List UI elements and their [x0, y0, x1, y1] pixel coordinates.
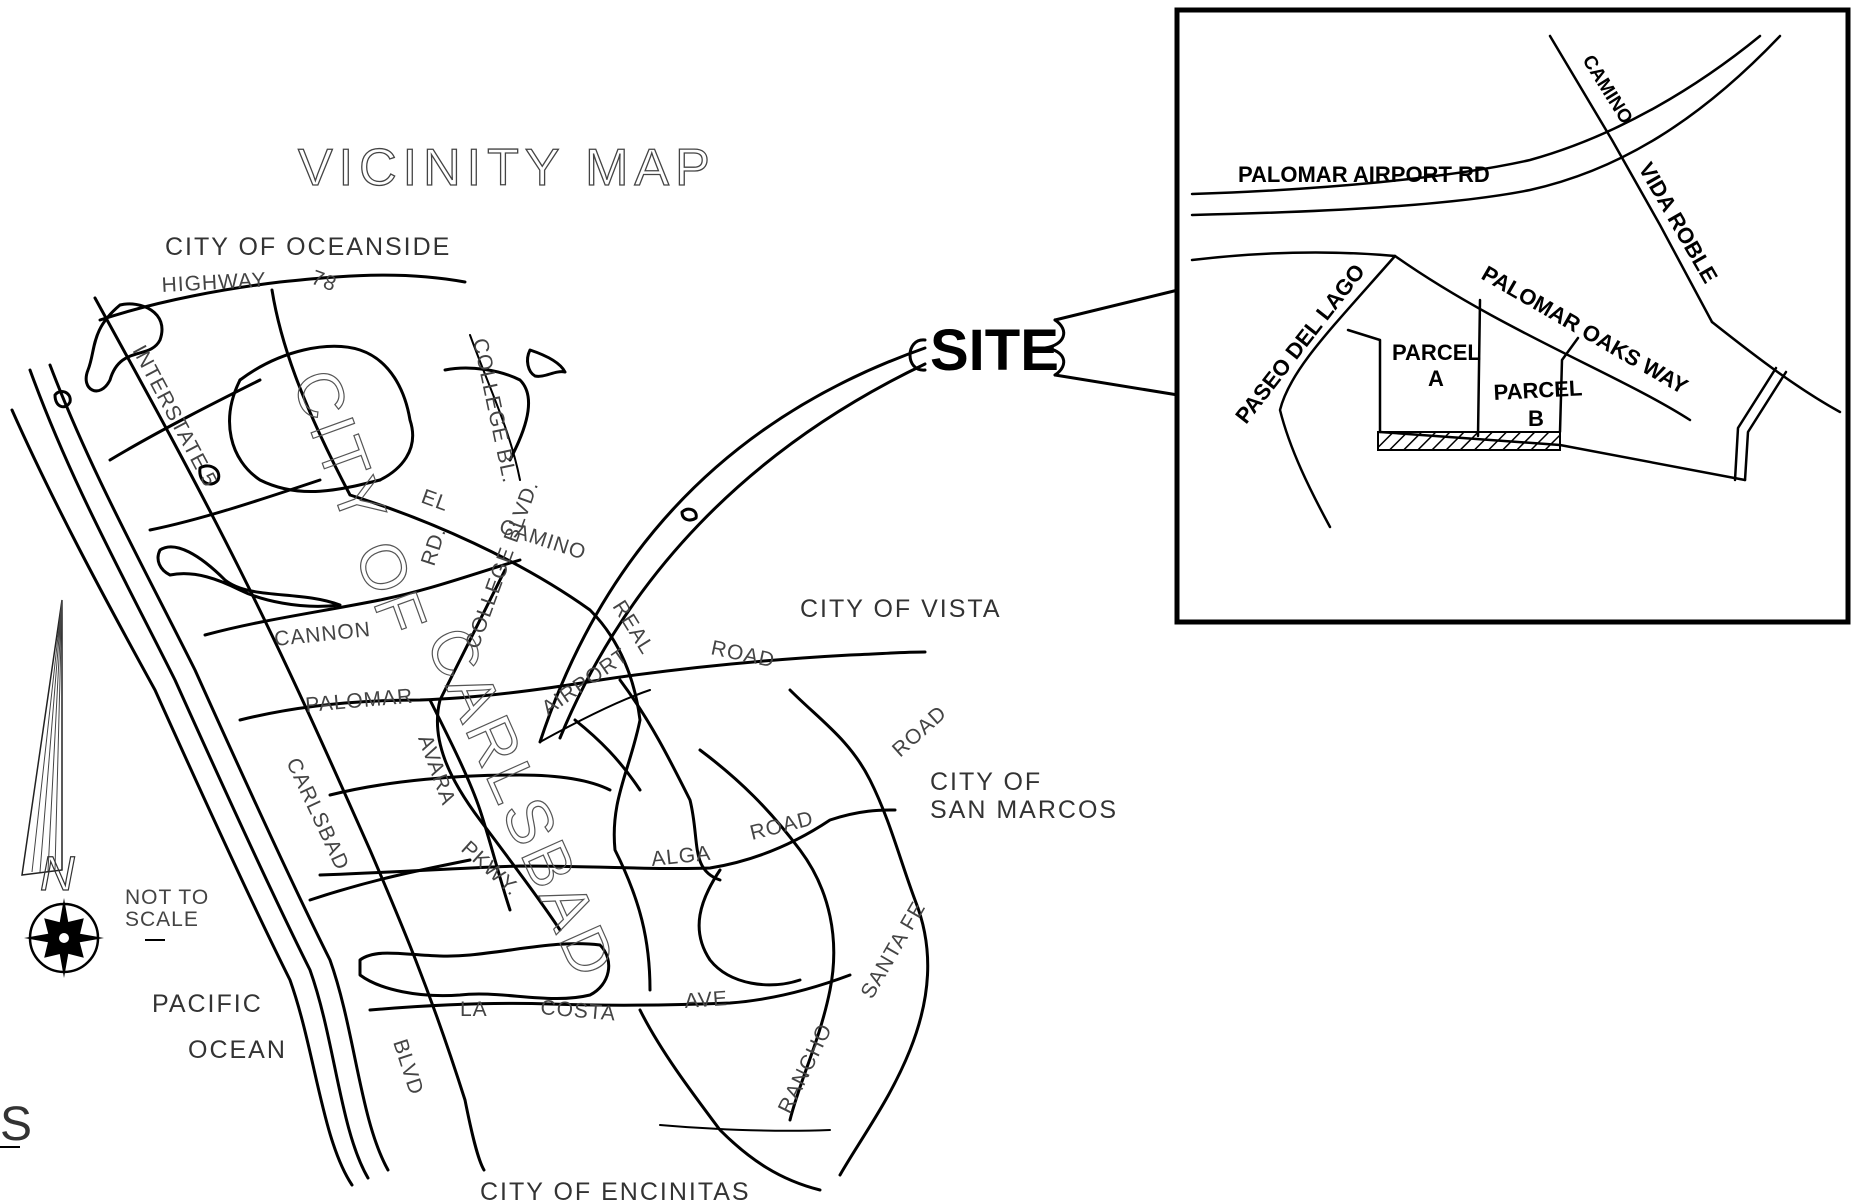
- label-road: ROAD: [709, 636, 777, 672]
- label-college-bl: COLLEGE BL.: [468, 336, 521, 485]
- label-site: SITE: [930, 318, 1059, 383]
- label-pacific: PACIFIC: [152, 990, 263, 1018]
- compass-rose-icon: [24, 898, 104, 978]
- north-label: N: [40, 848, 77, 901]
- lagoons: [53, 302, 698, 1001]
- label-interstate-5: INTERSTATE 5: [128, 342, 222, 491]
- inset-map: PALOMAR AIRPORT RD CAMINO VIDA ROBLE PAL…: [1174, 7, 1851, 625]
- label-santa-fe: SANTA FE: [856, 897, 930, 1002]
- label-palomar: PALOMAR: [304, 685, 414, 717]
- label-highway: HIGHWAY: [161, 269, 267, 297]
- label-road-san-marcos: ROAD: [888, 701, 951, 761]
- label-cannon: CANNON: [273, 618, 372, 651]
- label-rd: RD.: [417, 524, 451, 568]
- label-ocean: OCEAN: [188, 1036, 287, 1064]
- site-callout: SITE: [908, 288, 1180, 397]
- hatched-easement: [1377, 431, 1561, 451]
- label-city-of-carlsbad: CITY OF: [279, 360, 442, 647]
- label-rancho: RANCHO: [774, 1020, 837, 1117]
- label-la: LA: [460, 998, 488, 1021]
- label-san-marcos: SAN MARCOS: [930, 796, 1118, 824]
- label-carlsbad-blvd: CARLSBAD: [281, 754, 353, 874]
- label-el: EL: [418, 485, 452, 516]
- label-city-of-sm: CITY OF: [930, 768, 1042, 796]
- inset-label-parcel-a-letter: A: [1428, 366, 1444, 391]
- north-arrow: N: [21, 599, 77, 902]
- label-blvd: BLVD: [388, 1036, 428, 1098]
- inset-label-parcel-b: PARCEL: [1493, 375, 1583, 405]
- label-not-to: NOT TO: [125, 886, 209, 909]
- label-edge-char: S: [0, 1098, 34, 1151]
- label-city-vista: CITY OF VISTA: [800, 595, 1002, 623]
- inset-label-palomar-airport-rd: PALOMAR AIRPORT RD: [1238, 162, 1490, 187]
- coastline: [10, 363, 390, 1187]
- map-title: VICINITY MAP: [298, 139, 716, 197]
- label-scale: SCALE: [125, 908, 199, 931]
- inset-label-parcel-b-letter: B: [1528, 406, 1544, 431]
- inset-frame: [1174, 7, 1851, 625]
- label-city-encinitas: CITY OF ENCINITAS: [480, 1178, 751, 1202]
- label-costa: COSTA: [540, 996, 618, 1026]
- roads: [93, 273, 930, 1192]
- label-highway-78: 78: [308, 266, 340, 296]
- label-road-alga: ROAD: [748, 807, 816, 845]
- label-city-oceanside: CITY OF OCEANSIDE: [165, 233, 451, 261]
- inset-label-parcel-a: PARCEL: [1392, 340, 1481, 365]
- label-airport: AIRPORT: [538, 644, 633, 720]
- label-ave: AVE: [684, 987, 729, 1013]
